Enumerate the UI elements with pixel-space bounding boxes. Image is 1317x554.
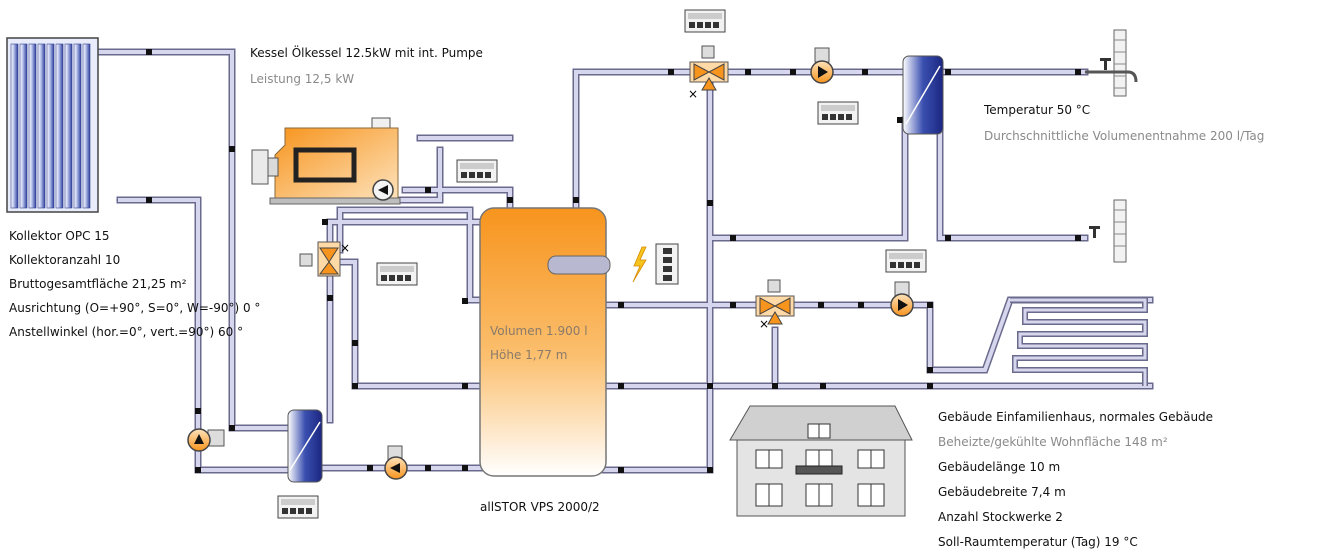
building-area: Beheizte/gekühlte Wohnfläche 148 m² <box>938 435 1168 449</box>
collector-type: Kollektor OPC 15 <box>9 229 110 243</box>
building-floors: Anzahl Stockwerke 2 <box>938 510 1063 524</box>
controller-mixing[interactable] <box>376 262 418 286</box>
solar-collector[interactable] <box>6 37 99 213</box>
building-width: Gebäudebreite 7,4 m <box>938 485 1066 499</box>
pump-heating[interactable] <box>890 281 914 317</box>
building-type: Gebäude Einfamilienhaus, normales Gebäud… <box>938 410 1214 424</box>
mixing-valve-boiler[interactable]: × <box>299 241 350 277</box>
mixing-valve-dhw[interactable]: × <box>688 45 729 101</box>
boiler-title: Kessel Ölkessel 12.5kW mit int. Pumpe <box>250 46 483 60</box>
oil-boiler[interactable] <box>251 117 401 205</box>
dhw-temperature: Temperatur 50 °C <box>984 103 1091 117</box>
collector-area: Bruttogesamtfläche 21,25 m² <box>9 277 187 291</box>
pump-storage[interactable] <box>384 445 408 480</box>
storage-tank[interactable] <box>479 207 647 477</box>
floor-heating-coil[interactable] <box>1010 297 1148 386</box>
storage-volume: Volumen 1.900 l <box>490 324 588 338</box>
svg-text:×: × <box>759 317 769 331</box>
collector-count: Kollektoranzahl 10 <box>9 253 121 267</box>
dhw-draw: Durchschnittliche Volumenentnahme 200 l/… <box>984 129 1265 143</box>
pipe-joints <box>146 49 1081 473</box>
pump-boiler[interactable] <box>372 179 394 201</box>
hot-water-tap[interactable] <box>1085 29 1138 97</box>
dhw-heat-exchanger[interactable] <box>902 55 944 135</box>
building-room-temp: Soll-Raumtemperatur (Tag) 19 °C <box>938 535 1138 549</box>
controller-dhw-top[interactable] <box>684 9 726 33</box>
mixing-valve-heating[interactable]: × <box>755 279 795 331</box>
storage-height: Höhe 1,77 m <box>490 348 568 362</box>
cold-water-tap[interactable] <box>1089 199 1127 263</box>
pump-dhw[interactable] <box>810 47 834 84</box>
solar-heat-exchanger[interactable] <box>287 409 323 483</box>
controller-solar[interactable] <box>277 495 319 519</box>
collector-tilt: Anstellwinkel (hor.=0°, vert.=90°) 60 ° <box>9 325 244 339</box>
storage-model: allSTOR VPS 2000/2 <box>480 500 600 514</box>
boiler-power: Leistung 12,5 kW <box>250 72 355 86</box>
controller-heating[interactable] <box>885 249 927 273</box>
collector-orientation: Ausrichtung (O=+90°, S=0°, W=-90°) 0 ° <box>9 301 261 315</box>
house-illustration <box>729 405 913 517</box>
building-length: Gebäudelänge 10 m <box>938 460 1061 474</box>
svg-text:×: × <box>340 241 350 255</box>
controller-boiler[interactable] <box>456 159 498 183</box>
controller-dhw-pump[interactable] <box>817 101 859 125</box>
pump-solar[interactable] <box>187 428 225 452</box>
svg-text:×: × <box>688 87 698 101</box>
controller-electric-heater[interactable] <box>655 243 679 285</box>
